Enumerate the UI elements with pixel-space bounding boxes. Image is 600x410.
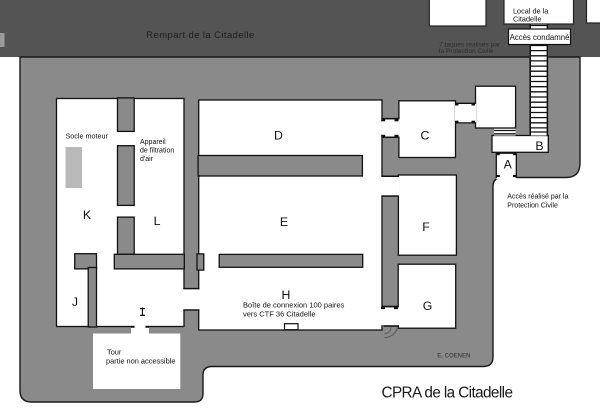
svg-text:B: B — [535, 139, 543, 153]
svg-text:G: G — [423, 299, 433, 313]
svg-text:vers CTF 36 Citadelle: vers CTF 36 Citadelle — [243, 310, 316, 319]
svg-text:C: C — [421, 129, 430, 143]
svg-text:7 taques réalisés par: 7 taques réalisés par — [439, 42, 501, 49]
svg-text:Accès réalisé par la: Accès réalisé par la — [507, 194, 568, 201]
svg-text:Socle moteur: Socle moteur — [66, 132, 109, 141]
svg-text:J: J — [72, 295, 78, 309]
svg-text:Citadelle: Citadelle — [513, 15, 541, 24]
svg-text:Tour: Tour — [107, 348, 122, 357]
svg-text:Appareil: Appareil — [140, 139, 166, 146]
svg-text:F: F — [422, 220, 430, 234]
svg-text:H: H — [282, 288, 291, 302]
svg-text:Boîte de connexion 100 paires: Boîte de connexion 100 paires — [243, 301, 345, 310]
svg-text:la Protection Civile: la Protection Civile — [439, 48, 494, 55]
svg-text:K: K — [83, 208, 92, 222]
svg-text:I: I — [141, 305, 144, 319]
svg-text:L: L — [154, 214, 161, 228]
svg-text:Protection Civile: Protection Civile — [507, 203, 558, 210]
svg-text:de filtration: de filtration — [140, 148, 174, 155]
svg-text:E: E — [280, 215, 288, 229]
svg-text:Local de la: Local de la — [513, 7, 549, 16]
svg-text:E. COENEN: E. COENEN — [437, 353, 470, 359]
svg-text:d'air: d'air — [140, 156, 154, 163]
svg-text:Rempart de la Citadelle: Rempart de la Citadelle — [146, 30, 254, 41]
svg-text:CPRA de la Citadelle: CPRA de la Citadelle — [382, 385, 513, 402]
svg-text:D: D — [274, 129, 283, 143]
svg-text:A: A — [504, 158, 513, 172]
svg-text:partie non accessible: partie non accessible — [106, 357, 175, 366]
svg-text:Accès condamné: Accès condamné — [510, 33, 570, 42]
